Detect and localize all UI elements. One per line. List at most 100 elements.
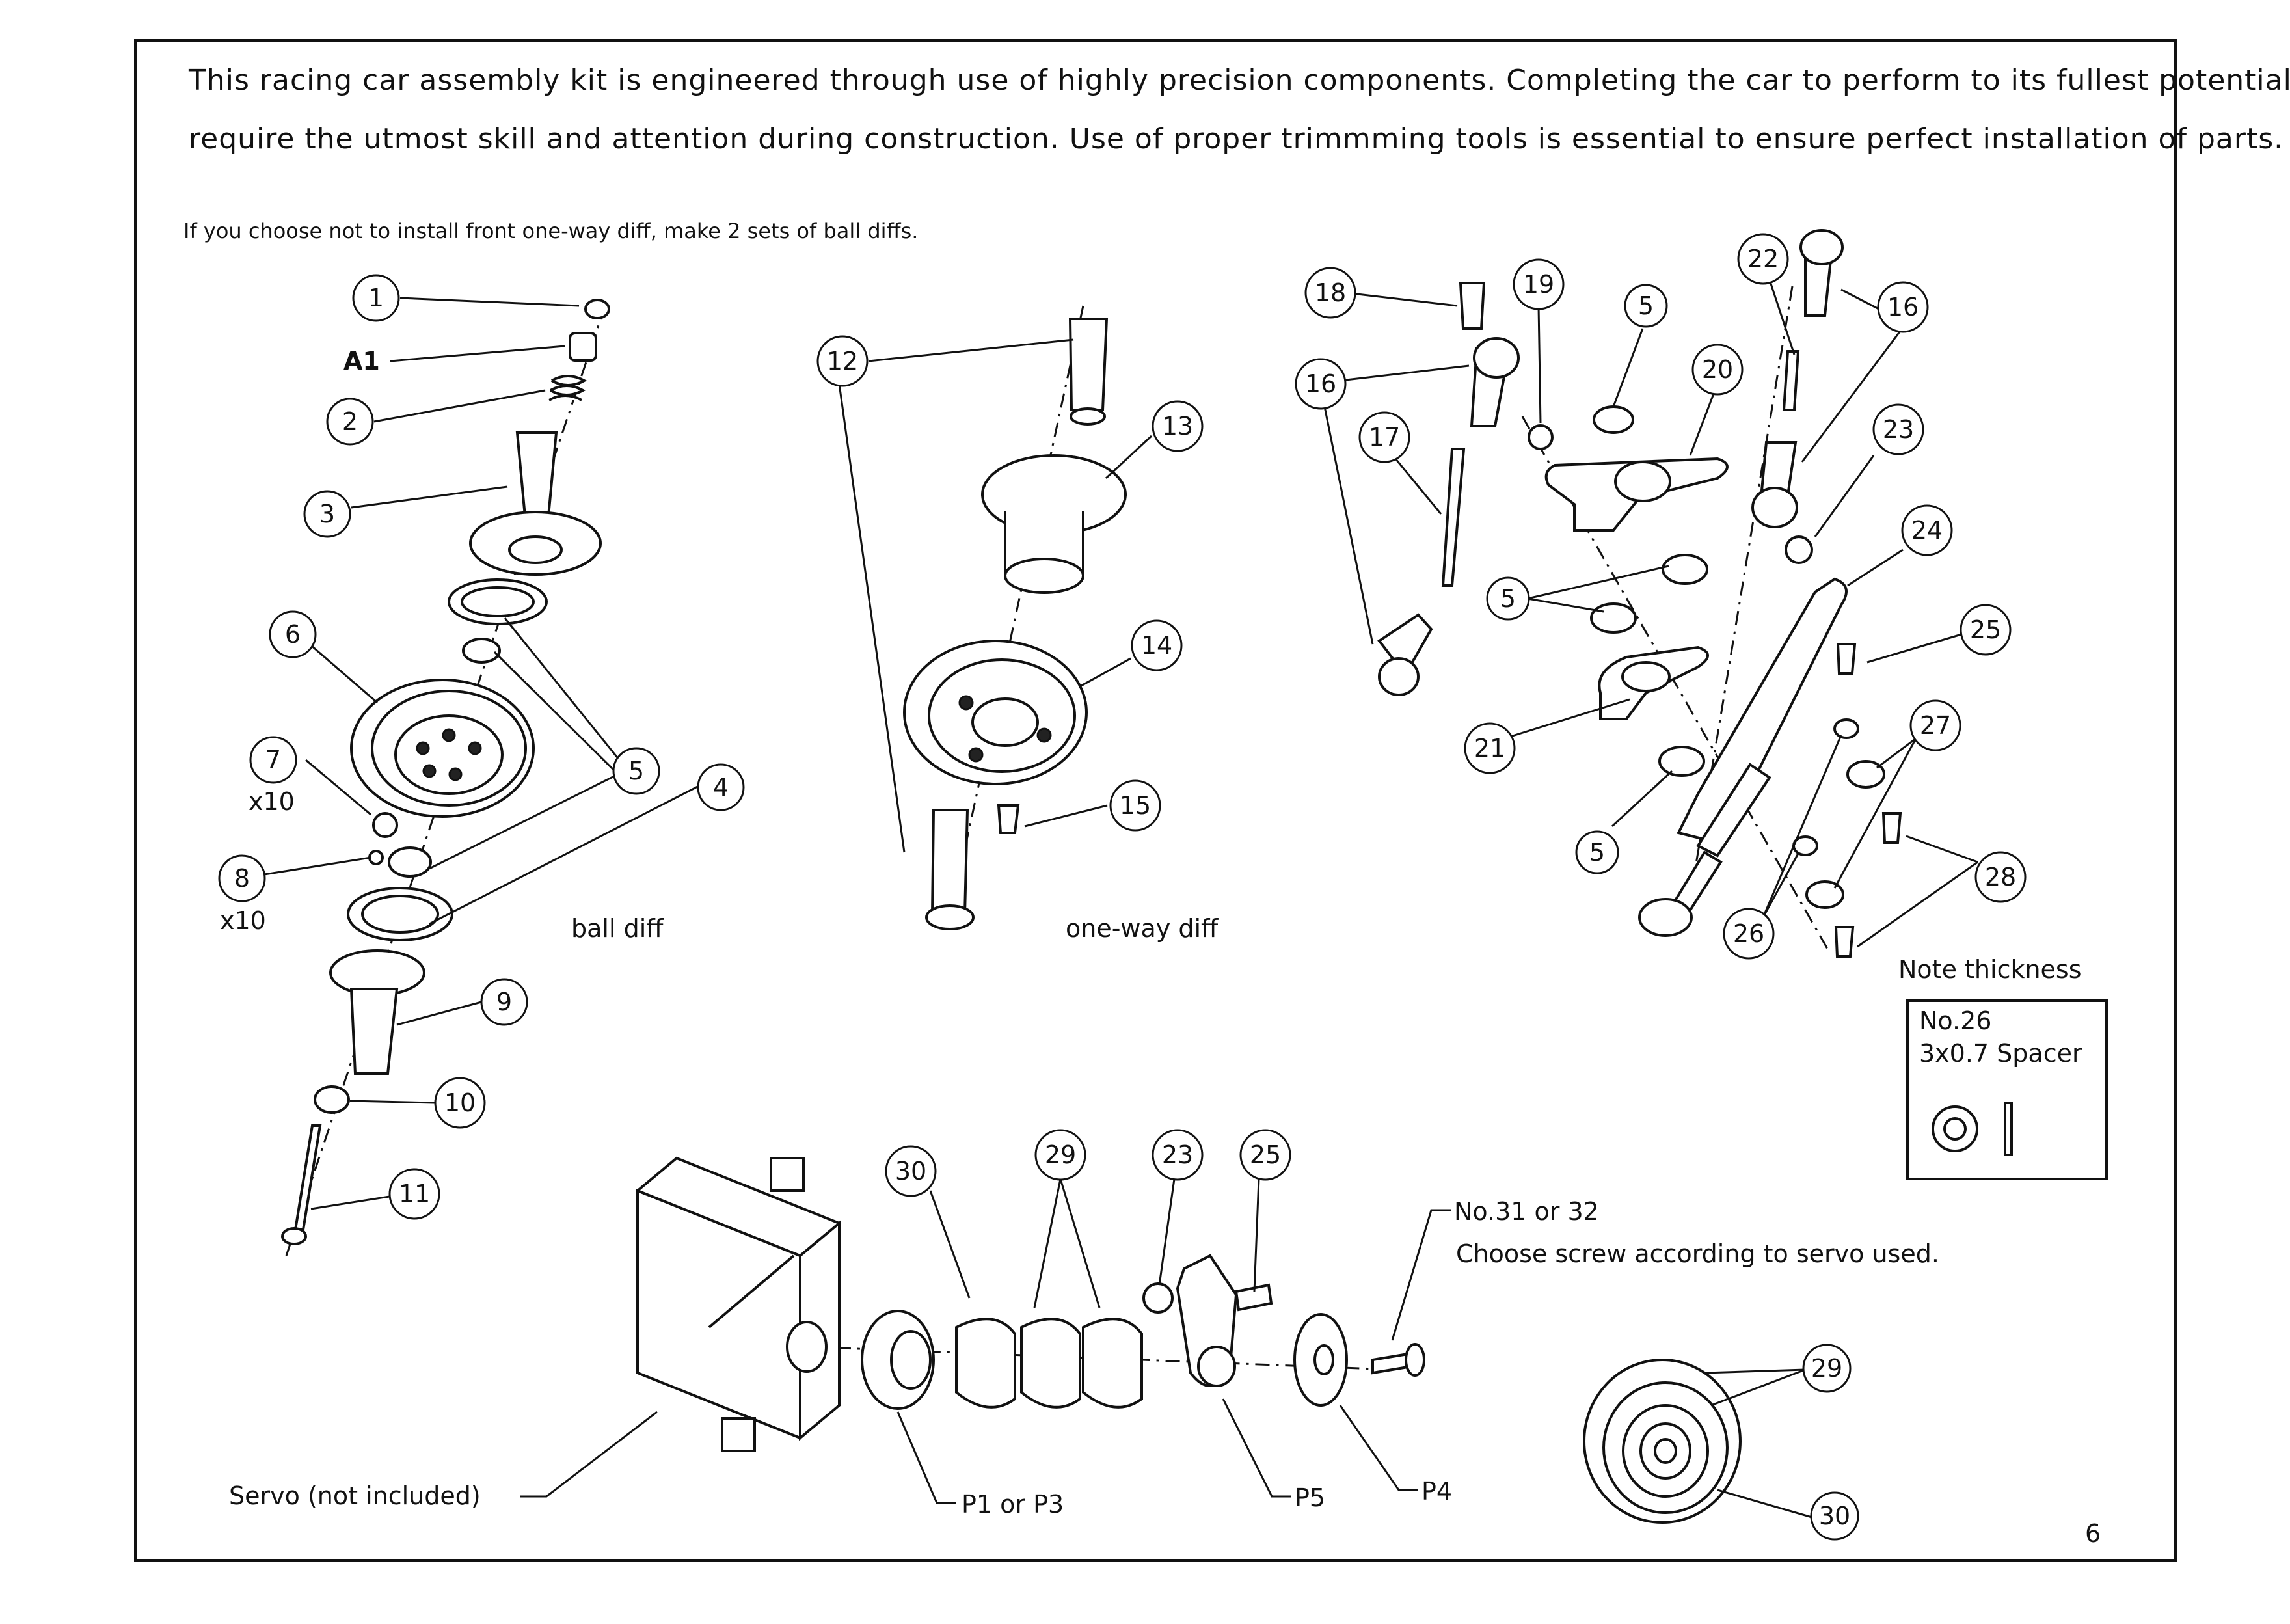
svg-text:3: 3 — [319, 500, 335, 528]
part-linkage-upper — [1696, 763, 1771, 858]
callout-22: 22 — [1737, 233, 1789, 285]
svg-text:23: 23 — [1162, 1141, 1193, 1169]
part-25-screw-servo — [1234, 1283, 1273, 1312]
svg-text:1: 1 — [368, 284, 384, 312]
callout-20: 20 — [1691, 344, 1744, 396]
callout-17: 17 — [1358, 411, 1410, 463]
callout-29: 29 — [1034, 1129, 1086, 1181]
spacer-front-view — [1932, 1105, 1978, 1152]
callout-12: 12 — [816, 335, 869, 387]
qty-7: x10 — [249, 787, 295, 816]
callout-30-detail: 30 — [1810, 1491, 1859, 1541]
callout-10: 10 — [434, 1077, 486, 1129]
svg-text:6: 6 — [285, 620, 301, 649]
svg-text:21: 21 — [1474, 734, 1505, 763]
p5-label: P5 — [1295, 1483, 1325, 1512]
callout-3: 3 — [303, 490, 351, 538]
callout-11: 11 — [388, 1168, 440, 1220]
svg-text:13: 13 — [1162, 412, 1193, 440]
part-5-bearing-steer-mid — [1662, 554, 1708, 585]
ball-diff-assembly: 1 2 3 4 5 6 7 8 9 10 11 A1 x10 x10 ball … — [218, 274, 745, 1256]
callout-6: 6 — [269, 610, 317, 658]
svg-text:25: 25 — [1970, 616, 2001, 644]
svg-text:15: 15 — [1120, 791, 1151, 820]
servo-mount-tab-top — [770, 1157, 805, 1192]
svg-text:28: 28 — [1985, 863, 2016, 891]
oneway-diff-title: one-way diff — [1066, 914, 1219, 943]
part-27-bearing-top — [1846, 760, 1885, 789]
svg-text:24: 24 — [1911, 516, 1943, 545]
svg-text:14: 14 — [1141, 631, 1172, 660]
callout-15: 15 — [1109, 779, 1161, 832]
part-5-bearing-steer-top — [1593, 405, 1634, 434]
callout-5-steer-mid: 5 — [1486, 576, 1530, 621]
callout-2: 2 — [326, 398, 374, 446]
callout-8: 8 — [218, 854, 266, 902]
svg-text:7: 7 — [265, 746, 281, 774]
part-7-ball — [372, 812, 398, 838]
svg-text:26: 26 — [1733, 919, 1764, 948]
part-5-bearing-steer-left — [1590, 602, 1637, 634]
servo-mount-tab-bottom — [721, 1417, 756, 1452]
part-1-nut — [584, 299, 610, 319]
ball-diff-title: ball diff — [571, 914, 664, 943]
part-12-outdrive-top — [1068, 318, 1109, 411]
part-10-nut — [314, 1085, 350, 1114]
note-box-spec: 3x0.7 Spacer — [1919, 1039, 2082, 1068]
qty-8: x10 — [220, 906, 266, 935]
part-15-screw — [997, 804, 1020, 834]
callout-5-steer-lower: 5 — [1575, 830, 1619, 874]
svg-text:16: 16 — [1305, 370, 1336, 398]
svg-text:2: 2 — [342, 407, 358, 436]
callout-5-steer-top: 5 — [1624, 284, 1668, 328]
part-29-spring-c — [1082, 1318, 1143, 1409]
callout-16-right: 16 — [1877, 281, 1929, 333]
svg-text:5: 5 — [1638, 291, 1654, 320]
svg-text:17: 17 — [1369, 423, 1400, 452]
part-11-screw — [293, 1124, 322, 1231]
p1-label: P1 or P3 — [962, 1490, 1064, 1519]
callout-4: 4 — [697, 763, 745, 811]
part-25-screw — [1836, 643, 1857, 675]
callout-29-detail: 29 — [1802, 1344, 1852, 1393]
screw-note: Choose screw according to servo used. — [1456, 1239, 1939, 1268]
svg-text:5: 5 — [1589, 838, 1605, 867]
page-number: 6 — [2085, 1519, 2101, 1548]
part-5-bearing-lower — [388, 846, 432, 878]
part-18-screw — [1459, 282, 1486, 330]
p4-label: P4 — [1421, 1477, 1452, 1506]
svg-text:25: 25 — [1250, 1141, 1281, 1169]
svg-text:18: 18 — [1315, 278, 1346, 307]
svg-text:22: 22 — [1747, 245, 1779, 273]
servo-output-shaft — [786, 1321, 828, 1373]
callout-30: 30 — [885, 1145, 937, 1197]
part-23-ball — [1785, 535, 1813, 564]
part-19-ball — [1528, 424, 1554, 450]
svg-text:20: 20 — [1702, 355, 1733, 384]
diff-install-note: If you choose not to install front one-w… — [183, 219, 919, 243]
part-24-drag-link — [1677, 577, 1848, 841]
page-frame — [134, 39, 2177, 1562]
callout-1: 1 — [352, 274, 400, 322]
svg-text:23: 23 — [1883, 415, 1914, 444]
svg-text:9: 9 — [496, 988, 512, 1016]
callout-25: 25 — [1960, 604, 2012, 656]
note-box-part: No.26 — [1919, 1007, 1991, 1035]
callout-13: 13 — [1152, 400, 1204, 452]
callout-18: 18 — [1304, 267, 1356, 319]
callout-24: 24 — [1901, 504, 1953, 556]
part-29-spring-a — [955, 1318, 1016, 1409]
svg-text:27: 27 — [1920, 711, 1951, 740]
part-26-spacer-top — [1833, 718, 1859, 739]
callout-25-servo: 25 — [1239, 1129, 1291, 1181]
svg-text:5: 5 — [1500, 584, 1516, 613]
part-29-spring-b — [1020, 1318, 1081, 1409]
callout-27: 27 — [1909, 699, 1961, 751]
svg-text:8: 8 — [234, 864, 250, 893]
part-12-outdrive-bottom — [930, 809, 969, 915]
servo-saver-assembly: 30 29 23 25 29 30 Servo (not included) P… — [229, 1129, 1939, 1541]
steering-assembly: 18 16 17 19 5 20 22 16 23 24 25 5 21 5 2… — [1295, 229, 2027, 960]
svg-text:4: 4 — [713, 773, 729, 802]
svg-text:10: 10 — [444, 1089, 476, 1117]
